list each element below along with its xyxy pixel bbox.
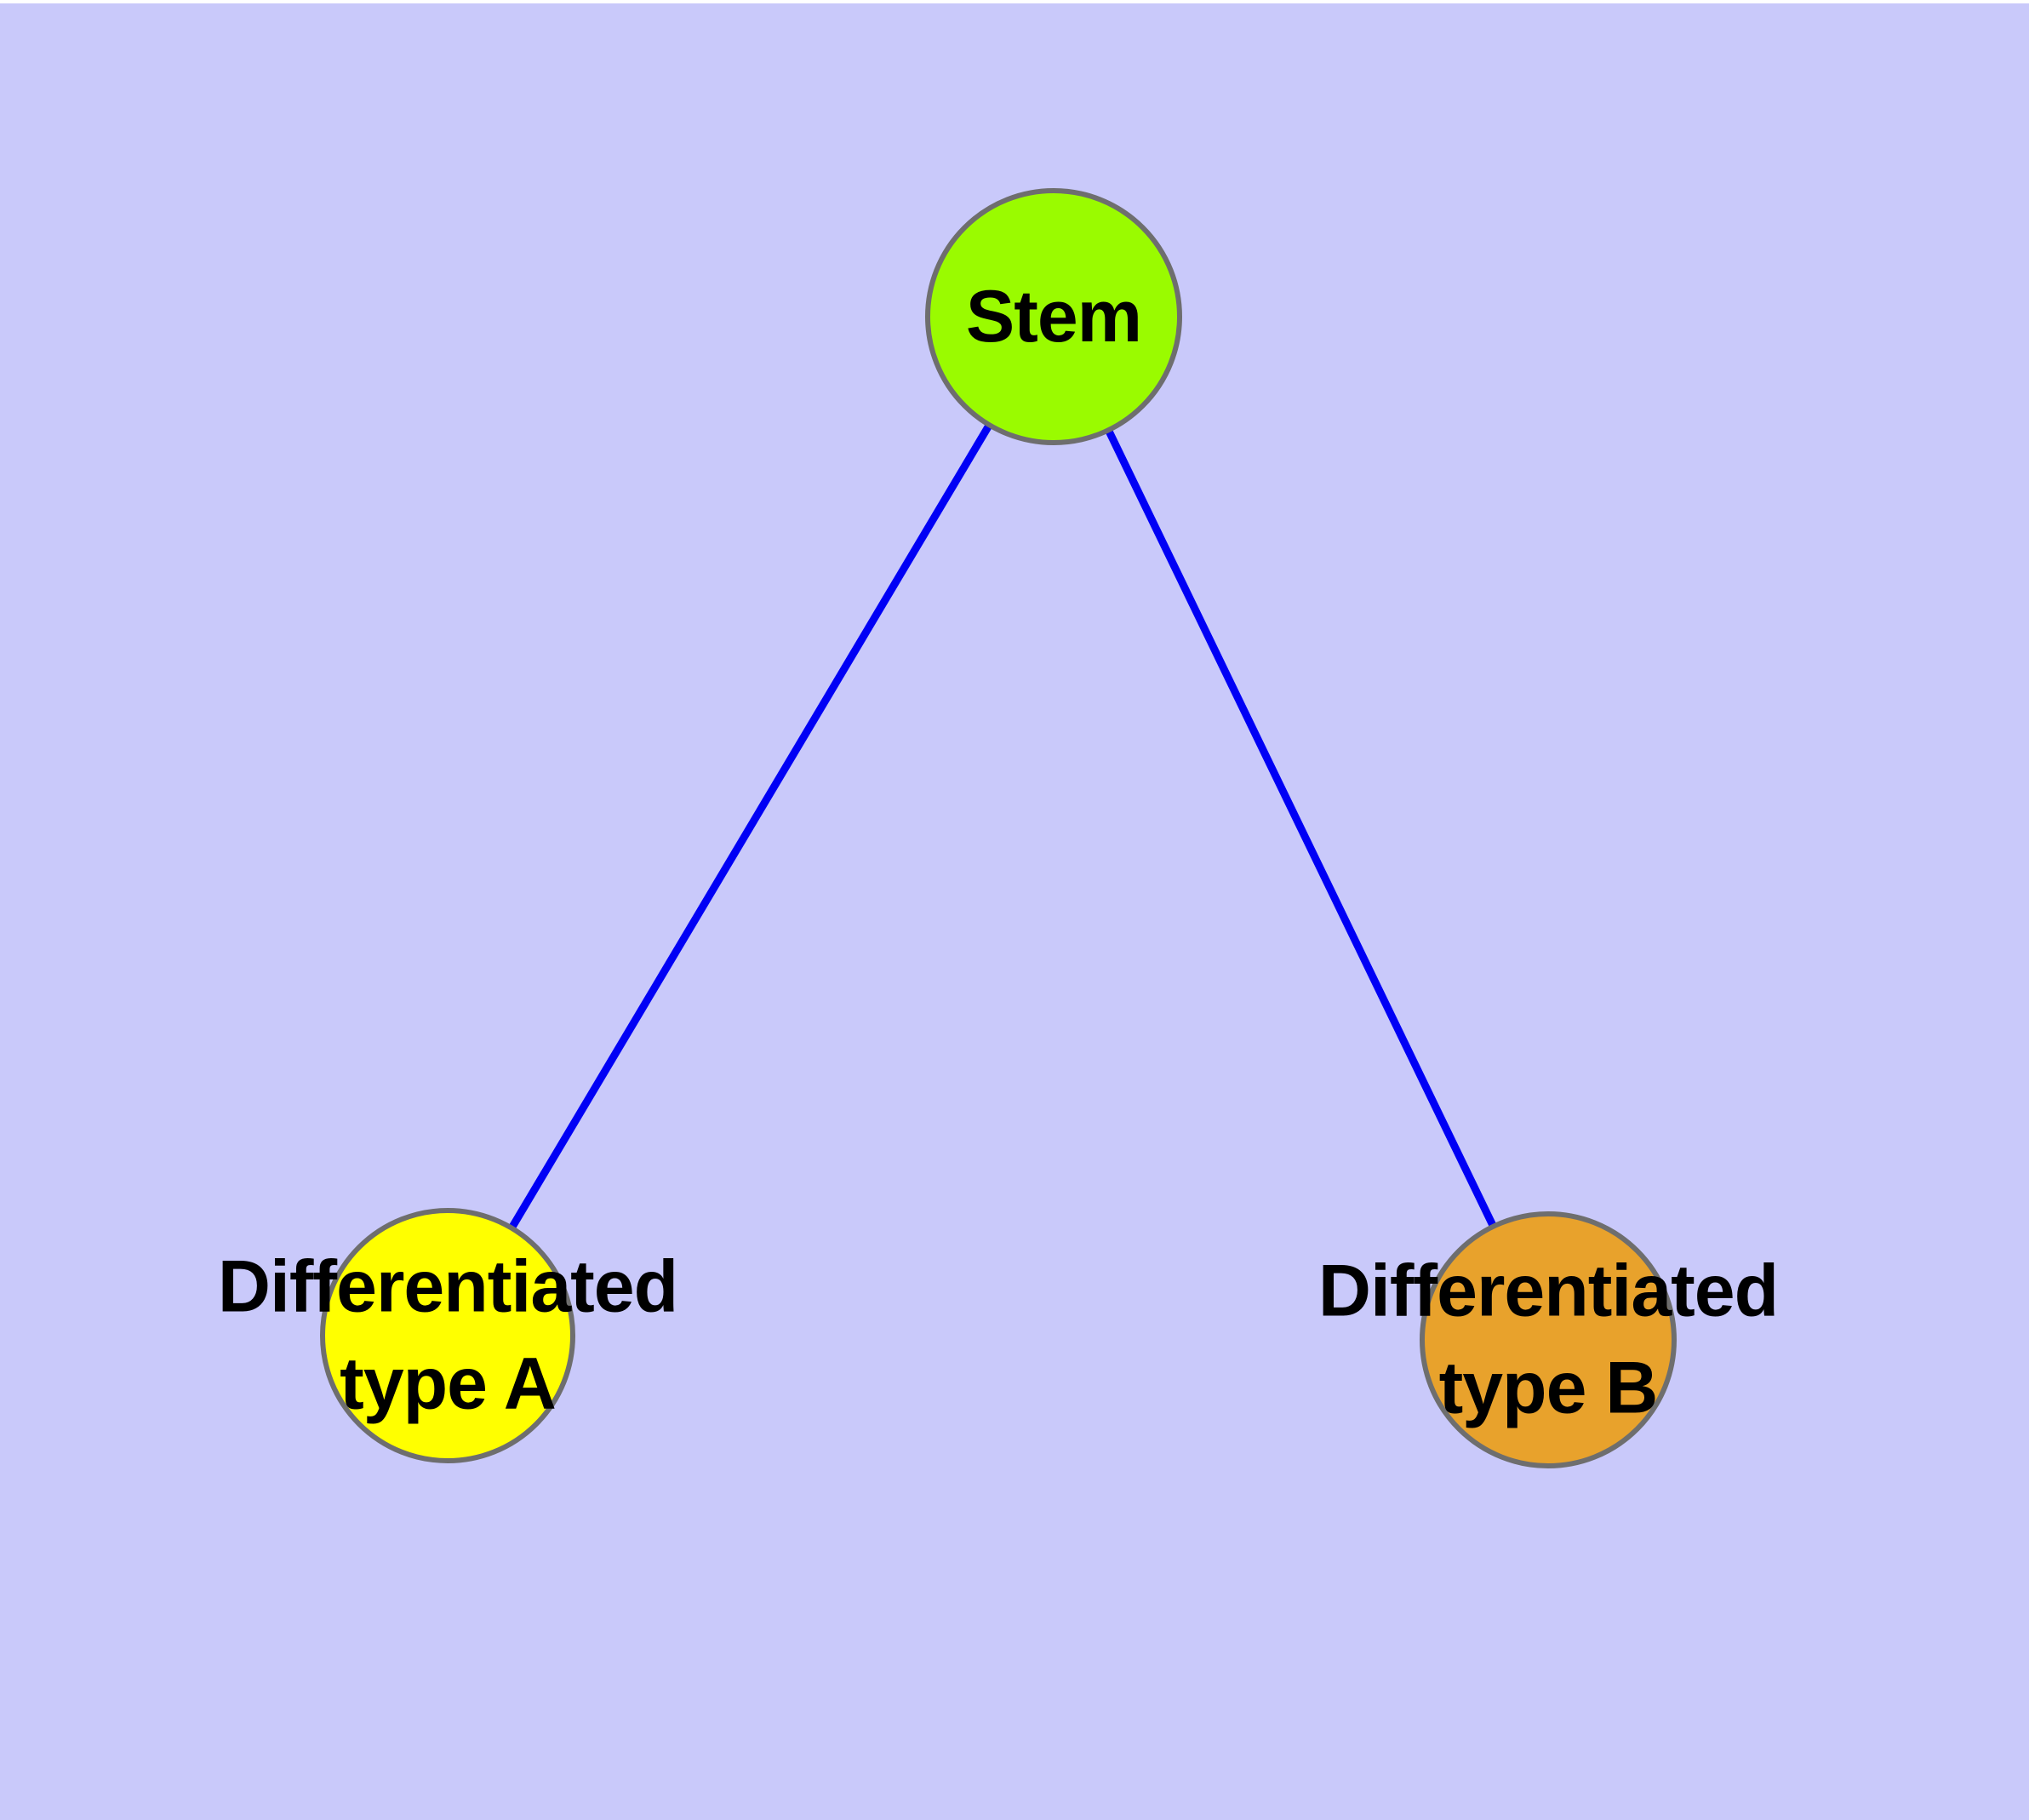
top-margin-strip xyxy=(0,0,2029,3)
node-circle-type-a xyxy=(320,1208,575,1463)
edge-stem-to-type-a xyxy=(444,314,1057,1338)
node-circle-type-b xyxy=(1420,1211,1677,1468)
edge-stem-to-type-b xyxy=(1049,315,1552,1342)
node-circle-stem xyxy=(925,188,1182,445)
